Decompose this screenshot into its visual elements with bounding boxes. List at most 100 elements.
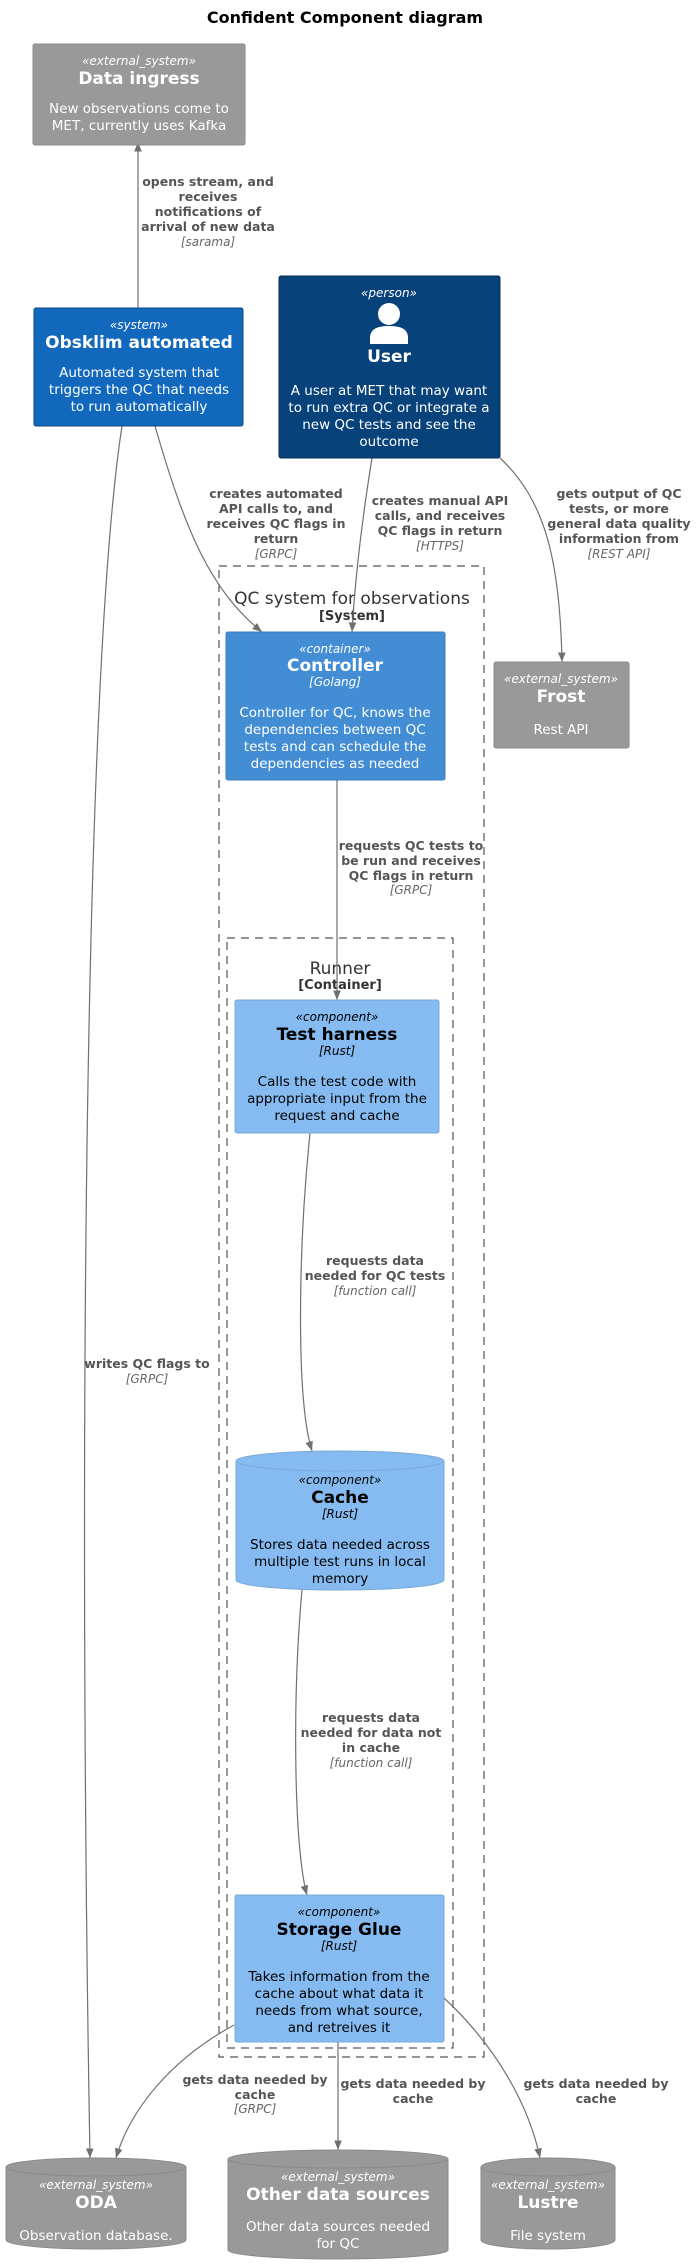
person-icon (370, 303, 408, 344)
node-other-data-sources: «external_system» Other data sources Oth… (227, 2149, 449, 2260)
edge-labels: opens stream, and receives notifications… (84, 174, 690, 2116)
node-cache-desc-2: multiple test runs in local (254, 1554, 426, 1570)
node-frost-stereotype: «external_system» (504, 672, 618, 686)
label-controller-harness-tech: [GRPC] (390, 883, 433, 897)
label-obsklim-ingress-line-3: notifications of (155, 204, 262, 219)
label-user-frost: gets output of QC tests, or more general… (547, 486, 690, 561)
node-oda-stereotype: «external_system» (39, 2178, 153, 2192)
label-obsklim-oda: writes QC flags to [GRPC] (84, 1356, 210, 1386)
label-user-controller-line-3: QC flags in return (378, 523, 503, 538)
node-glue-desc-1: Takes information from the (247, 1969, 429, 1985)
node-lustre-stereotype: «external_system» (491, 2178, 605, 2192)
boundary-qc-name: QC system for observations (234, 589, 470, 609)
label-obsklim-controller: creates automated API calls to, and rece… (206, 486, 345, 561)
label-user-controller: creates manual API calls, and receives Q… (372, 493, 509, 553)
node-obsklim-automated: «system» Obsklim automated Automated sys… (33, 307, 244, 427)
label-glue-other: gets data needed by cache (340, 2076, 485, 2106)
node-cache-desc-1: Stores data needed across (250, 1537, 430, 1553)
edge-user-frost (499, 457, 566, 663)
boundary-qc-type: [System] (319, 609, 385, 624)
label-obsklim-controller-line-4: return (254, 531, 299, 546)
node-glue-desc-2: cache about what data it (255, 1986, 424, 2002)
label-cache-glue-line-2: needed for data not (301, 1725, 442, 1740)
node-data-ingress: «external_system» Data ingress New obser… (32, 43, 246, 146)
label-obsklim-ingress-line-4: arrival of new data (141, 219, 275, 234)
node-glue-name: Storage Glue (277, 1920, 402, 1940)
node-harness-tech: [Rust] (319, 1044, 356, 1058)
node-lustre-desc-1: File system (510, 2228, 586, 2244)
node-glue-stereotype: «component» (298, 1905, 381, 1919)
boundary-qc-system: QC system for observations [System] (218, 565, 485, 2058)
label-user-controller-line-2: calls, and receives (375, 508, 505, 523)
label-glue-oda-tech: [GRPC] (234, 2102, 277, 2116)
edge-obsklim-controller (154, 425, 263, 633)
node-harness-name: Test harness (277, 1025, 398, 1045)
node-frost-name: Frost (537, 687, 586, 707)
node-user-desc-4: outcome (359, 434, 418, 450)
node-obsklim-desc-2: triggers the QC that needs (49, 382, 229, 398)
label-controller-harness-line-2: be run and receives (341, 853, 481, 868)
boundary-runner-name: Runner (310, 959, 371, 979)
label-user-controller-tech: [HTTPS] (416, 539, 464, 553)
node-cache-desc-3: memory (312, 1571, 368, 1587)
node-storage-glue: «component» Storage Glue [Rust] Takes in… (234, 1894, 445, 2043)
node-controller-desc-2: dependencies between QC (244, 722, 425, 738)
node-cache: «component» Cache [Rust] Stores data nee… (235, 1450, 445, 1591)
edges (83, 142, 566, 2159)
node-glue-desc-4: and retreives it (288, 2020, 391, 2036)
label-user-frost-line-4: information from (559, 531, 679, 546)
node-user: «person» User A user at MET that may wan… (278, 275, 501, 459)
node-controller-tech: [Golang] (309, 675, 361, 689)
label-glue-other-line-2: cache (393, 2091, 434, 2106)
label-controller-harness-line-3: QC flags in return (349, 868, 474, 883)
node-lustre-name: Lustre (517, 2193, 578, 2213)
label-user-frost-line-1: gets output of QC (556, 486, 681, 501)
node-glue-tech: [Rust] (321, 1939, 358, 1953)
label-obsklim-controller-tech: [GRPC] (255, 547, 298, 561)
node-cache-stereotype: «component» (299, 1473, 382, 1487)
node-controller-desc-4: dependencies as needed (251, 756, 420, 772)
label-harness-cache: requests data needed for QC tests [funct… (305, 1253, 446, 1298)
label-user-frost-line-2: tests, or more (569, 501, 669, 516)
node-data-ingress-desc-2: MET, currently uses Kafka (52, 118, 226, 134)
node-oda: «external_system» ODA Observation databa… (5, 2157, 187, 2250)
label-obsklim-controller-line-2: API calls to, and (219, 501, 333, 516)
label-glue-oda-line-1: gets data needed by (182, 2072, 327, 2087)
label-obsklim-ingress: opens stream, and receives notifications… (141, 174, 275, 249)
label-user-frost-line-3: general data quality (547, 516, 690, 531)
node-oda-desc-1: Observation database. (19, 2228, 172, 2244)
label-controller-harness-line-1: requests QC tests to (339, 838, 484, 853)
edge-harness-cache (299, 1132, 313, 1452)
label-cache-glue: requests data needed for data not in cac… (301, 1710, 442, 1770)
edge-glue-oda (115, 2024, 235, 2159)
node-user-desc-2: to run extra QC or integrate a (288, 400, 489, 416)
label-cache-glue-line-3: in cache (342, 1740, 400, 1755)
node-other-desc-1: Other data sources needed (246, 2219, 430, 2235)
boundary-runner: Runner [Container] (226, 937, 454, 2049)
diagram-title: Confident Component diagram (207, 8, 483, 27)
node-user-desc-1: A user at MET that may want (291, 383, 487, 399)
node-test-harness: «component» Test harness [Rust] Calls th… (234, 999, 440, 1134)
boundary-runner-type: [Container] (298, 978, 382, 993)
label-harness-cache-tech: [function call] (334, 1284, 417, 1298)
label-obsklim-oda-line-1: writes QC flags to (84, 1356, 210, 1371)
label-glue-lustre-line-2: cache (576, 2091, 617, 2106)
node-harness-desc-3: request and cache (274, 1108, 399, 1124)
label-cache-glue-tech: [function call] (330, 1756, 413, 1770)
node-data-ingress-stereotype: «external_system» (82, 54, 196, 68)
node-controller-stereotype: «container» (299, 642, 371, 656)
node-obsklim-stereotype: «system» (110, 318, 168, 332)
node-user-name: User (367, 347, 411, 367)
label-glue-oda-line-2: cache (235, 2087, 276, 2102)
node-harness-stereotype: «component» (296, 1010, 379, 1024)
node-lustre: «external_system» Lustre File system (480, 2157, 616, 2250)
label-glue-lustre: gets data needed by cache (523, 2076, 668, 2106)
node-other-name: Other data sources (246, 2185, 430, 2205)
label-obsklim-ingress-line-2: receives (179, 189, 238, 204)
node-oda-name: ODA (75, 2193, 118, 2213)
node-other-stereotype: «external_system» (281, 2170, 395, 2184)
node-frost: «external_system» Frost Rest API (493, 661, 630, 749)
node-data-ingress-name: Data ingress (78, 69, 199, 89)
node-frost-desc-1: Rest API (533, 722, 588, 738)
